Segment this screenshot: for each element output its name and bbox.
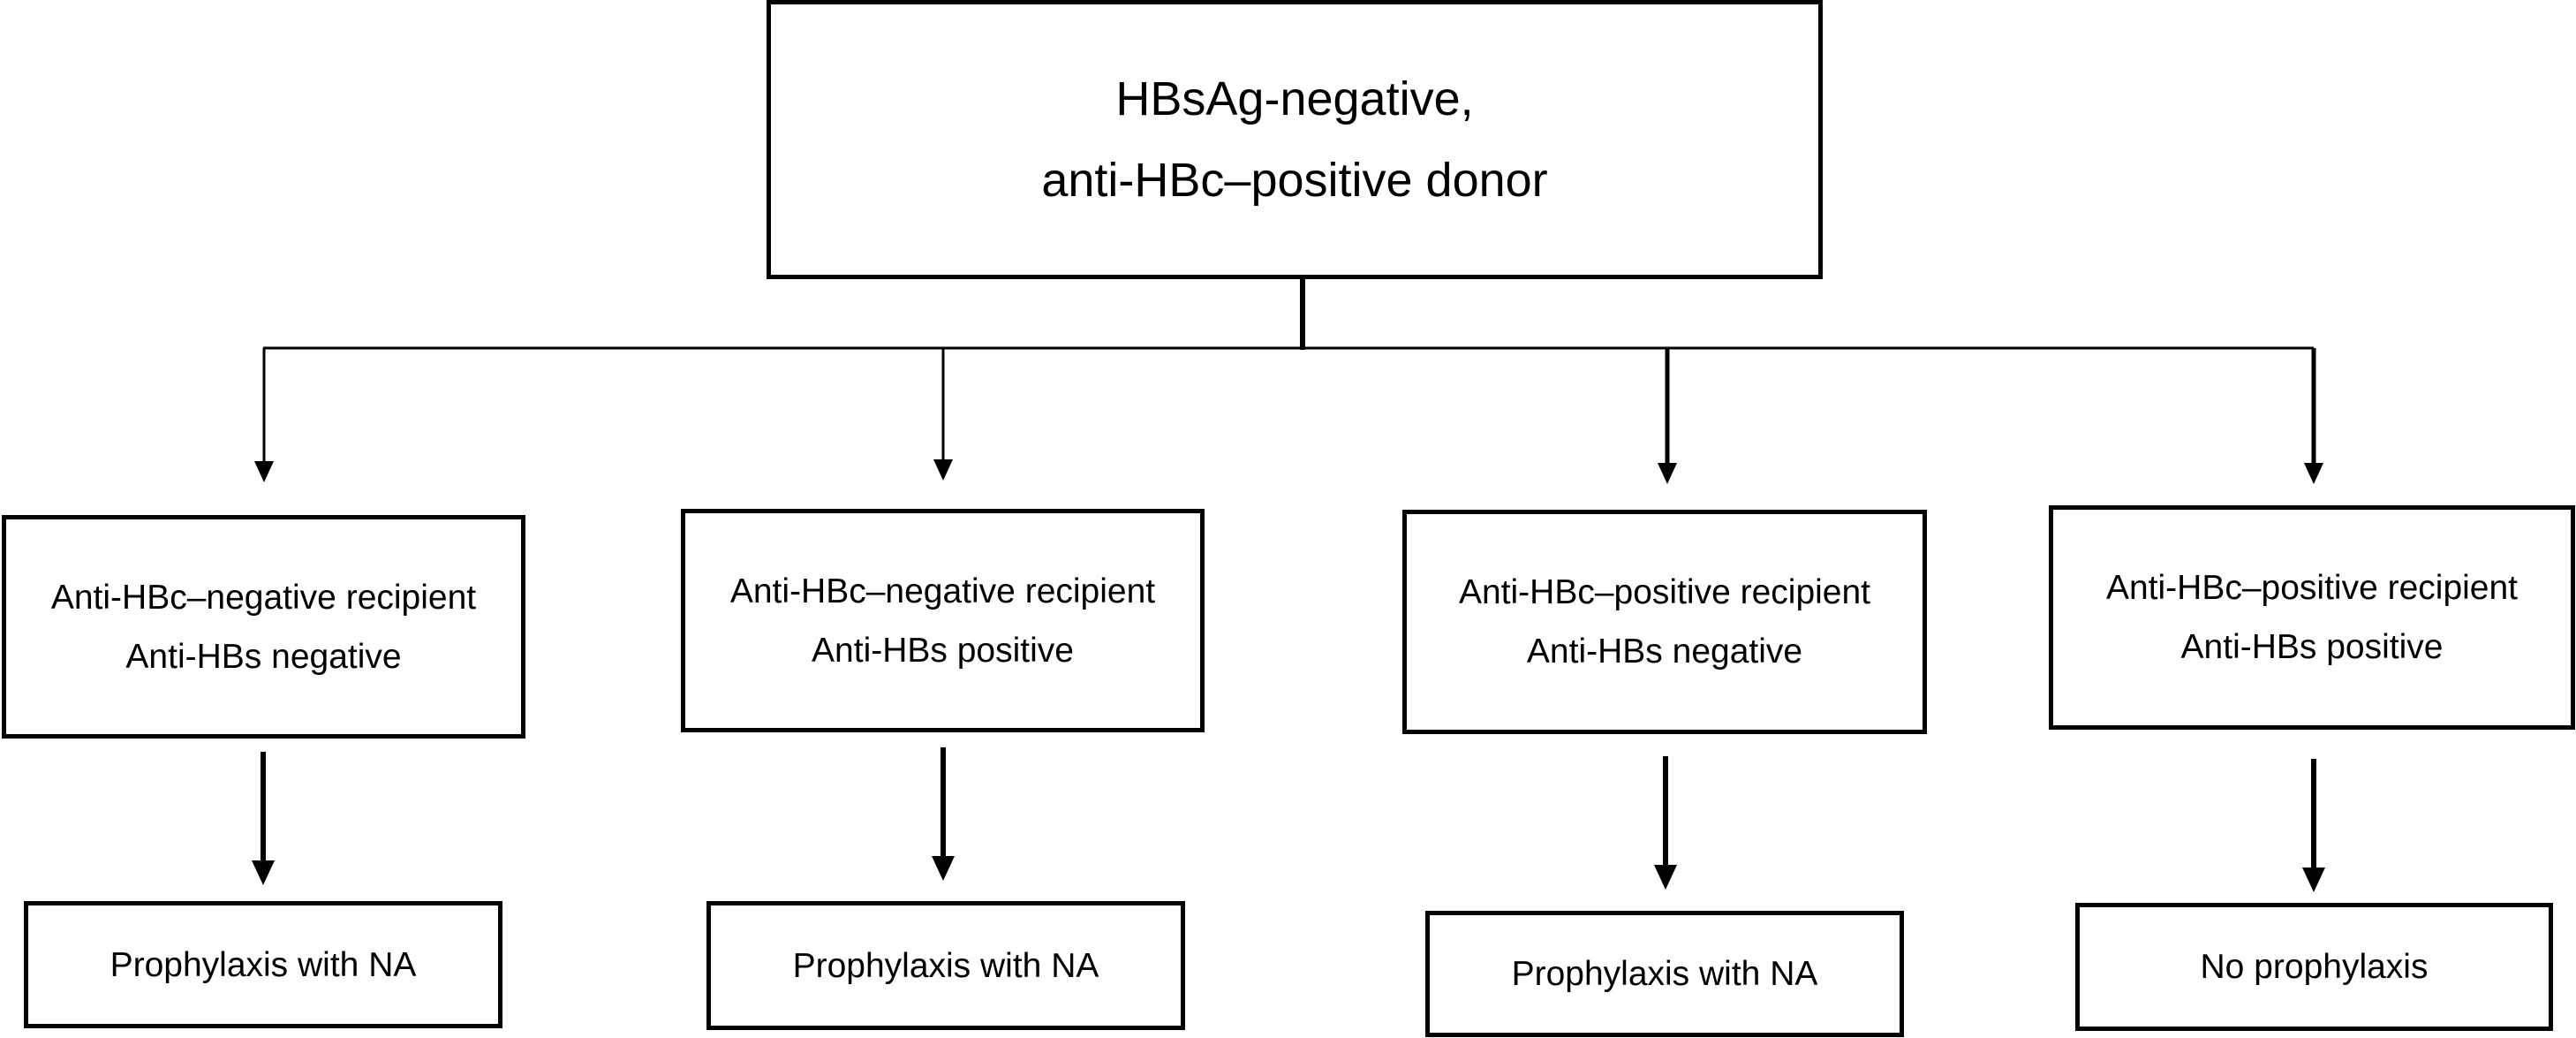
- drop-arrow-4: [2304, 348, 2323, 484]
- drop-arrow-1: [254, 348, 274, 482]
- donor-line-1: HBsAg-negative,: [1115, 72, 1474, 125]
- recipient-4-anti-hbc: Anti-HBc–positive recipient: [2105, 569, 2519, 607]
- drop-arrow-2: [933, 348, 953, 481]
- outcome-arrow-2: [932, 747, 955, 881]
- outcome-4-label: No prophylaxis: [2200, 948, 2429, 986]
- recipient-3-anti-hbc: Anti-HBc–positive recipient: [1458, 573, 1871, 611]
- outcome-2-label: Prophylaxis with NA: [792, 946, 1099, 985]
- outcome-box-4: No prophylaxis: [2075, 903, 2553, 1031]
- outcome-box-3: Prophylaxis with NA: [1425, 911, 1904, 1037]
- recipient-2-anti-hbc: Anti-HBc–negative recipient: [729, 572, 1156, 610]
- outcome-box-2: Prophylaxis with NA: [706, 901, 1185, 1030]
- recipient-box-2: Anti-HBc–negative recipient Anti-HBs pos…: [681, 509, 1205, 732]
- recipient-1-anti-hbc: Anti-HBc–negative recipient: [50, 578, 477, 617]
- donor-root-box: HBsAg-negative, anti-HBc–positive donor: [767, 0, 1823, 279]
- recipient-box-4: Anti-HBc–positive recipient Anti-HBs pos…: [2049, 505, 2575, 730]
- recipient-box-3: Anti-HBc–positive recipient Anti-HBs neg…: [1402, 510, 1927, 734]
- recipient-box-1: Anti-HBc–negative recipient Anti-HBs neg…: [2, 515, 525, 739]
- outcome-arrow-3: [1654, 756, 1677, 890]
- outcome-box-1: Prophylaxis with NA: [24, 901, 502, 1028]
- recipient-4-anti-hbs: Anti-HBs positive: [2180, 628, 2444, 666]
- outcome-arrow-4: [2302, 759, 2325, 892]
- recipient-3-anti-hbs: Anti-HBs negative: [1526, 633, 1803, 671]
- outcome-1-label: Prophylaxis with NA: [110, 945, 417, 984]
- drop-arrow-3: [1658, 348, 1677, 484]
- donor-line-2: anti-HBc–positive donor: [1041, 154, 1548, 207]
- outcome-arrow-1: [252, 752, 275, 885]
- outcome-3-label: Prophylaxis with NA: [1511, 955, 1818, 993]
- recipient-2-anti-hbs: Anti-HBs positive: [812, 631, 1074, 670]
- recipient-1-anti-hbs: Anti-HBs negative: [125, 637, 402, 676]
